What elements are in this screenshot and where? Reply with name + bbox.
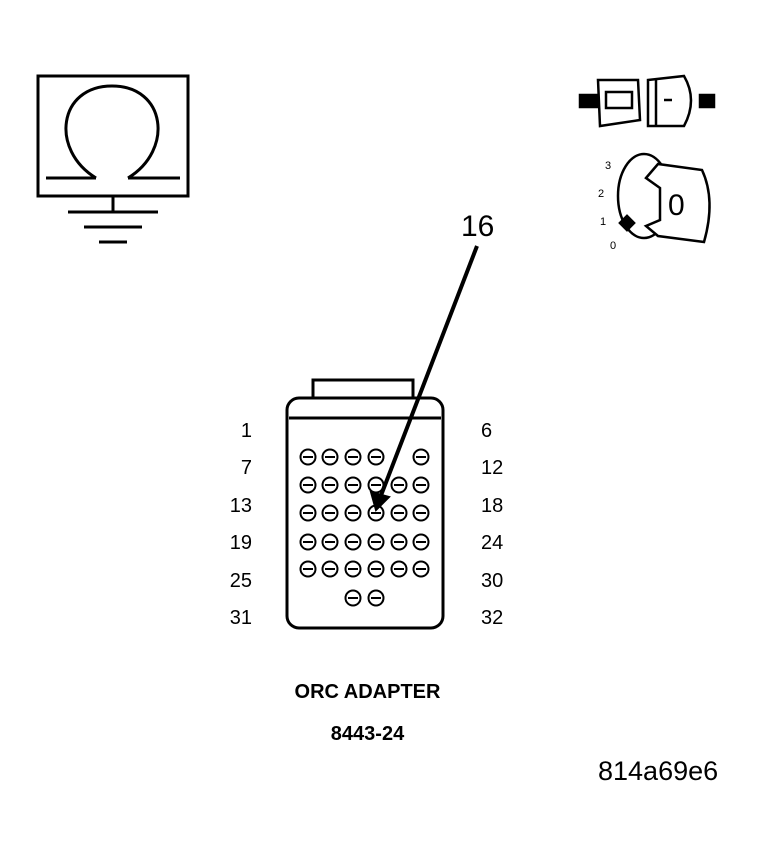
pin-label-right: 30 xyxy=(481,570,504,592)
pin-label-left: 25 xyxy=(229,570,252,592)
ignition-position-1: 1 xyxy=(600,216,607,228)
pin-label-right: 32 xyxy=(481,607,504,629)
adapter-part-number: 8443-24 xyxy=(330,723,405,745)
disconnected-connector-icon xyxy=(578,74,716,128)
figure-code: 814a69e6 xyxy=(598,756,719,786)
ignition-key-off-icon xyxy=(616,152,711,244)
pin-label-right: 6 xyxy=(481,420,493,442)
pin-label-left: 1 xyxy=(240,420,252,442)
pin-label-right: 12 xyxy=(481,457,504,479)
pin-label-left: 7 xyxy=(240,457,252,479)
callout-pin-16: 16 xyxy=(461,210,495,243)
ignition-position-0: 0 xyxy=(610,240,617,252)
ignition-position-2: 2 xyxy=(598,188,605,200)
adapter-pin-grid xyxy=(299,448,430,607)
ohmmeter-icon xyxy=(36,74,190,244)
pin-label-left: 31 xyxy=(229,607,252,629)
callout-arrow xyxy=(369,245,479,512)
pin-label-left: 13 xyxy=(229,495,252,517)
ignition-key-label: 0 xyxy=(668,189,685,222)
pin-label-right: 24 xyxy=(481,532,504,554)
adapter-name: ORC ADAPTER xyxy=(294,681,441,703)
pin-label-left: 19 xyxy=(229,532,252,554)
pin-label-right: 18 xyxy=(481,495,504,517)
orc-adapter-connector xyxy=(285,378,445,630)
ignition-position-3: 3 xyxy=(605,160,612,172)
